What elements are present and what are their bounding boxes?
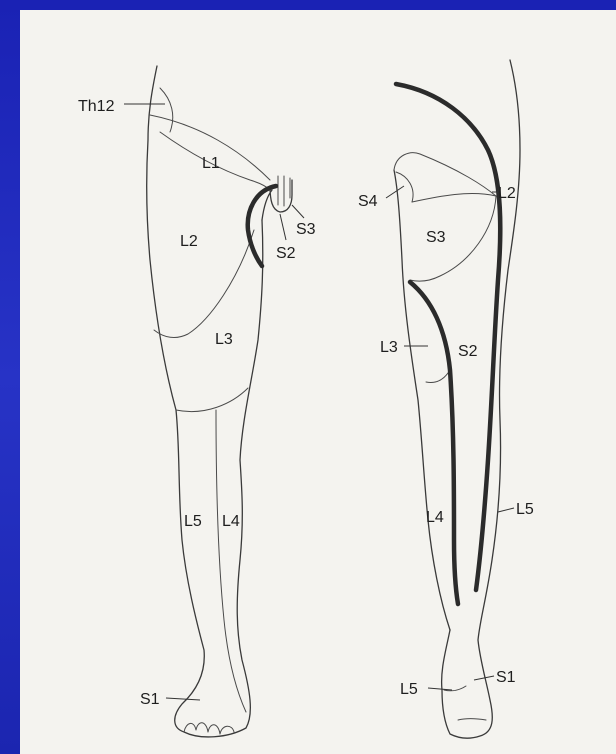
label-back-s1: S1 — [496, 669, 516, 686]
gluteal-fold — [394, 153, 496, 196]
label-front-s3: S3 — [296, 221, 316, 238]
l4-l5-boundary — [216, 410, 246, 712]
l5-back-leader — [498, 508, 514, 512]
label-front-s1: S1 — [140, 691, 160, 708]
s4-leader — [386, 186, 404, 198]
label-back-l2: L2 — [498, 185, 516, 202]
l5-foot-leader — [428, 688, 452, 690]
s1-back-leader — [474, 676, 494, 680]
posterior-s2-inner-border — [410, 282, 458, 604]
label-back-l5: L5 — [516, 501, 534, 518]
label-front-l2: L2 — [180, 233, 198, 250]
posterior-leg — [386, 60, 520, 738]
s4-curve — [396, 172, 413, 202]
l3-lower-boundary-back — [426, 370, 450, 383]
l3-lower-boundary — [176, 388, 248, 412]
label-back-s3: S3 — [426, 229, 446, 246]
posterior-s2-outer-border — [396, 84, 500, 590]
back-labels: S4 L2 S3 L3 S2 L4 L5 L5 S1 — [358, 185, 534, 698]
label-back-l5-foot: L5 — [400, 681, 418, 698]
label-front-s2: S2 — [276, 245, 296, 262]
th12-curve — [160, 88, 173, 132]
label-front-l5: L5 — [184, 513, 202, 530]
label-back-s2: S2 — [458, 343, 478, 360]
s3-leader — [292, 205, 304, 218]
s3-boundary — [410, 194, 496, 282]
anterior-toes — [184, 723, 234, 734]
s1-leader — [166, 698, 200, 700]
l2-l3-boundary — [154, 230, 254, 337]
foot-lines — [444, 686, 486, 720]
label-back-l4: L4 — [426, 509, 444, 526]
front-labels: Th12 L1 L2 S3 S2 L3 L5 L4 S1 — [78, 98, 316, 708]
genital-lines — [278, 176, 290, 206]
label-front-l3: L3 — [215, 331, 233, 348]
label-front-l1: L1 — [202, 155, 220, 172]
s2-leader — [280, 214, 286, 240]
label-th12: Th12 — [78, 98, 115, 115]
label-back-l3: L3 — [380, 339, 398, 356]
label-back-s4: S4 — [358, 193, 378, 210]
label-front-l4: L4 — [222, 513, 240, 530]
